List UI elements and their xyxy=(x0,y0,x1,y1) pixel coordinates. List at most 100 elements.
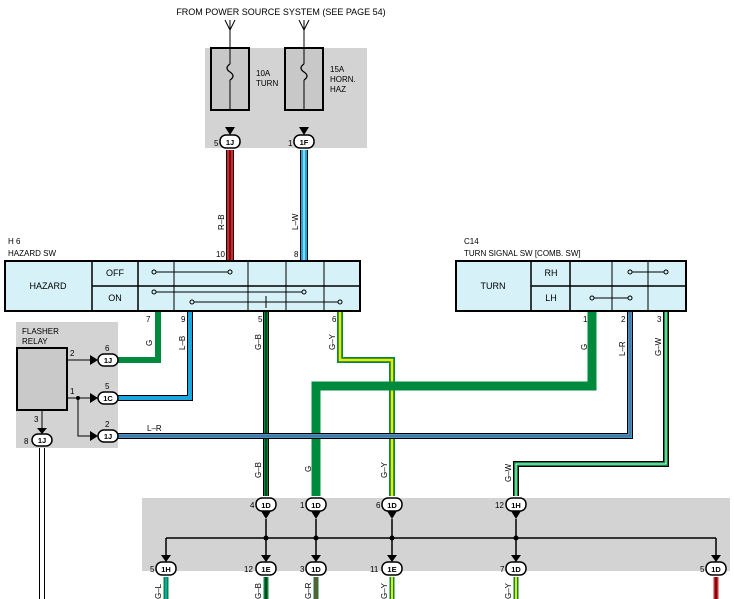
turn-signal-switch: TURN RH LH xyxy=(455,260,687,312)
connector-1j-fuse: 5 1J xyxy=(214,127,241,149)
connector-code: 1E xyxy=(261,565,270,574)
connector-code: 1D xyxy=(711,565,721,574)
turn-sw-name: TURN SIGNAL SW [COMB. SW] xyxy=(464,249,581,258)
turn-label: TURN xyxy=(481,281,506,291)
pin-number: 3 xyxy=(657,315,662,324)
pin-number: 1 xyxy=(300,501,305,510)
pin-number: 6 xyxy=(376,501,381,510)
wire-g-hazard-7 xyxy=(118,312,161,363)
connector-code: 1E xyxy=(387,565,396,574)
fuse-15a-horn-haz: 15A HORN. HAZ xyxy=(284,47,356,111)
fuse-10a-turn: 10A TURN xyxy=(210,47,278,111)
junction-block-panel xyxy=(142,498,730,571)
wire-label-g-b: G–B xyxy=(254,334,263,350)
wire-label-g-y: G–Y xyxy=(380,582,389,599)
wire-label-g-w: G–W xyxy=(654,337,663,356)
wire-g-turn-1 xyxy=(311,312,597,496)
wire-label-g-y: G–Y xyxy=(328,333,337,350)
connector-1c-flasher: 5 1C xyxy=(90,382,119,405)
jb-connector-4-1d: 4 1D xyxy=(250,497,277,519)
wire-label-g-b: G–B xyxy=(254,583,263,599)
connector-1j-flasher-b: 2 1J xyxy=(90,420,119,443)
flasher-relay xyxy=(16,347,90,437)
wire-l-b xyxy=(118,312,193,401)
connector-code: 1D xyxy=(311,501,321,510)
pin-number: 4 xyxy=(250,501,255,510)
fuse-amp: 15A xyxy=(330,65,345,74)
pin-number: 1 xyxy=(288,139,293,148)
hazard-label: HAZARD xyxy=(29,281,67,291)
connector-1f-fuse: 1 1F xyxy=(288,127,315,149)
turn-row-lh: LH xyxy=(545,293,557,303)
pin-number: 2 xyxy=(70,349,75,358)
power-source-arrows xyxy=(224,19,310,48)
wire-g-w xyxy=(513,312,669,496)
pin-number: 6 xyxy=(332,315,337,324)
fuse-name: HORN. xyxy=(330,75,356,84)
jb-connector-5-1h: 5 1H xyxy=(150,561,177,576)
pin-number: 6 xyxy=(105,344,110,353)
wire-label-l-r: L–R xyxy=(618,341,627,356)
connector-1j-flasher-ground: 8 1J xyxy=(24,428,53,447)
jb-connector-12-1h: 12 1H xyxy=(495,497,527,519)
pin-number: 11 xyxy=(370,565,379,574)
wire-label-l-w: L–W xyxy=(291,213,300,230)
pin-number: 5 xyxy=(214,139,219,148)
jb-connector-12-1e: 12 1E xyxy=(244,561,277,576)
jb-connector-7-1d: 7 1D xyxy=(500,561,527,576)
pin-number: 5 xyxy=(150,565,155,574)
pin-number: 12 xyxy=(495,501,504,510)
pin-number: 2 xyxy=(621,315,626,324)
pin-number: 3 xyxy=(300,565,305,574)
bottom-wires xyxy=(163,577,719,599)
pin-number: 7 xyxy=(500,565,505,574)
hazard-sw-name: HAZARD SW xyxy=(8,249,56,258)
wire-g-y xyxy=(337,312,395,496)
pin-number: 5 xyxy=(105,382,110,391)
fuse-name: TURN xyxy=(256,79,278,88)
pin-number: 8 xyxy=(24,437,29,446)
wire-label-g-l: G–L xyxy=(154,583,163,599)
wire-label-g-w: G–W xyxy=(504,463,513,482)
hazard-switch: HAZARD OFF ON xyxy=(4,260,361,312)
wire-label-g-r: G–R xyxy=(304,582,313,599)
header-title: FROM POWER SOURCE SYSTEM (SEE PAGE 54) xyxy=(176,7,385,17)
hazard-row-on: ON xyxy=(108,293,122,303)
pin-number: 3 xyxy=(34,415,39,424)
turn-sw-id: C14 xyxy=(464,237,479,246)
connector-code: 1D xyxy=(261,501,271,510)
connector-code: 1J xyxy=(104,432,112,441)
connector-code: 1J xyxy=(104,356,112,365)
wire-label-g-y: G–Y xyxy=(504,582,513,599)
pin-number: 8 xyxy=(294,250,299,259)
hazard-row-off: OFF xyxy=(106,268,124,278)
wire-label-g-b: G–B xyxy=(254,462,263,478)
wire-label-l-b: L–B xyxy=(178,336,187,350)
pin-number: 5 xyxy=(700,565,705,574)
fuse-amp: 10A xyxy=(256,69,271,78)
wire-label-l-r: L–R xyxy=(147,424,162,433)
wire-label-r-b: R–B xyxy=(217,214,226,230)
turn-row-rh: RH xyxy=(545,268,558,278)
connector-code: 1H xyxy=(161,565,171,574)
junction-bus xyxy=(161,519,721,562)
connector-code: 1D xyxy=(511,565,521,574)
pin-number: 1 xyxy=(583,315,588,324)
connector-code: 1H xyxy=(511,501,521,510)
fuse-name: HAZ xyxy=(330,85,346,94)
jb-connector-5-1d: 5 1D xyxy=(700,561,727,576)
wire-label-g: G xyxy=(304,466,313,472)
connector-code: 1D xyxy=(311,565,321,574)
jb-connector-6-1d: 6 1D xyxy=(376,497,403,519)
flasher-name: RELAY xyxy=(22,337,48,346)
pin-number: 7 xyxy=(146,315,151,324)
pin-number: 9 xyxy=(181,315,186,324)
hazard-sw-id: H 6 xyxy=(8,237,21,246)
connector-code: 1F xyxy=(300,138,309,147)
jb-connector-11-1e: 11 1E xyxy=(370,561,403,576)
jb-connector-3-1d: 3 1D xyxy=(300,561,327,576)
connector-1j-flasher-a: 6 1J xyxy=(90,344,119,367)
pin-number: 2 xyxy=(105,420,110,429)
